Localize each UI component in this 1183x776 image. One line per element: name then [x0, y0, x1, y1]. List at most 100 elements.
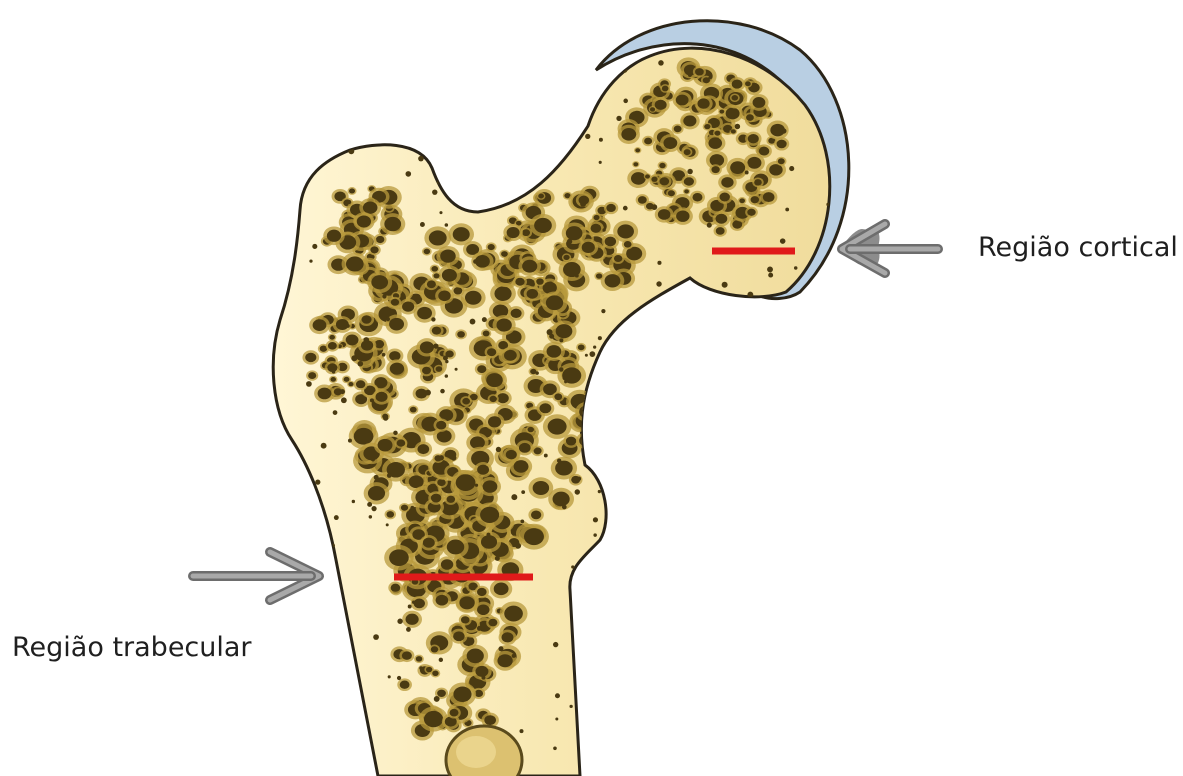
pore — [638, 196, 647, 204]
small-pore — [728, 127, 731, 130]
small-pore — [644, 385, 650, 391]
pore — [651, 177, 657, 182]
pore — [402, 301, 414, 311]
pore — [488, 244, 495, 250]
nutrient-foramen-highlight — [456, 736, 496, 768]
pore — [692, 193, 702, 201]
small-pore — [445, 374, 448, 377]
small-pore — [789, 166, 794, 171]
pore — [695, 68, 704, 75]
pore — [417, 307, 432, 320]
arrow-right-icon — [193, 552, 319, 600]
small-pore — [387, 473, 392, 478]
small-pore — [704, 729, 708, 733]
pore — [668, 190, 675, 196]
small-pore — [346, 324, 350, 328]
small-pore — [806, 317, 812, 323]
pore — [605, 274, 621, 287]
small-pore — [693, 477, 698, 482]
pore — [624, 241, 632, 248]
small-pore — [608, 465, 613, 470]
small-pore — [535, 371, 538, 374]
small-pore — [425, 390, 431, 396]
pore — [422, 367, 431, 375]
small-pore — [656, 604, 661, 609]
pore — [447, 496, 456, 503]
small-pore — [341, 397, 347, 403]
small-pore — [722, 340, 727, 345]
small-pore — [491, 138, 496, 143]
pore — [496, 318, 511, 331]
pore — [585, 409, 594, 417]
small-pore — [696, 509, 700, 513]
pore — [453, 631, 465, 641]
small-pore — [418, 156, 424, 162]
pore — [481, 535, 497, 549]
small-pore — [771, 649, 776, 654]
pore — [362, 315, 372, 324]
pore — [442, 269, 457, 282]
pore — [497, 393, 509, 403]
small-pore — [589, 351, 595, 357]
small-pore — [672, 466, 677, 471]
small-pore — [699, 495, 705, 501]
pore — [363, 201, 378, 213]
small-pore — [477, 626, 482, 631]
pore — [515, 278, 524, 286]
small-pore — [593, 533, 596, 536]
pore — [477, 588, 487, 596]
pore-halo — [575, 402, 598, 422]
small-pore — [685, 635, 691, 641]
pore — [424, 711, 443, 727]
pore — [635, 148, 640, 152]
pore — [432, 327, 441, 335]
pore — [746, 114, 754, 121]
pore — [739, 198, 745, 203]
pore — [714, 131, 720, 136]
small-pore — [563, 376, 567, 380]
small-pore — [601, 309, 605, 313]
small-pore — [373, 634, 379, 640]
small-pore — [512, 654, 516, 658]
pore — [539, 403, 551, 413]
small-pore — [548, 281, 553, 286]
small-pore — [645, 587, 650, 592]
small-pore — [577, 477, 581, 481]
pore — [402, 651, 412, 659]
small-pore — [382, 294, 386, 298]
small-pore — [410, 506, 414, 510]
small-pore — [459, 85, 462, 88]
small-pore — [348, 439, 352, 443]
small-pore — [420, 222, 425, 227]
pore — [431, 494, 441, 503]
small-pore — [747, 585, 750, 588]
small-pore — [553, 642, 558, 647]
small-pore — [340, 389, 345, 394]
small-pore — [397, 619, 402, 624]
small-pore — [598, 736, 603, 741]
small-pore — [656, 281, 661, 286]
small-pore — [312, 651, 318, 657]
pore — [433, 273, 439, 278]
small-pore — [699, 569, 703, 573]
pore — [547, 345, 562, 358]
small-pore — [652, 204, 658, 210]
small-pore — [520, 519, 524, 523]
pore — [330, 377, 336, 382]
pore — [453, 227, 470, 241]
small-pore — [737, 336, 741, 340]
pore — [488, 416, 501, 427]
pore — [633, 162, 638, 166]
small-pore — [814, 389, 818, 393]
small-pore — [514, 68, 518, 72]
pore — [522, 229, 530, 236]
small-pore — [598, 336, 602, 340]
small-pore — [482, 317, 487, 322]
pore — [305, 353, 316, 362]
pore — [684, 149, 691, 155]
pore — [436, 595, 449, 606]
small-pore — [564, 380, 567, 383]
small-pore — [647, 615, 651, 619]
pore — [327, 230, 341, 242]
small-pore — [458, 115, 463, 120]
